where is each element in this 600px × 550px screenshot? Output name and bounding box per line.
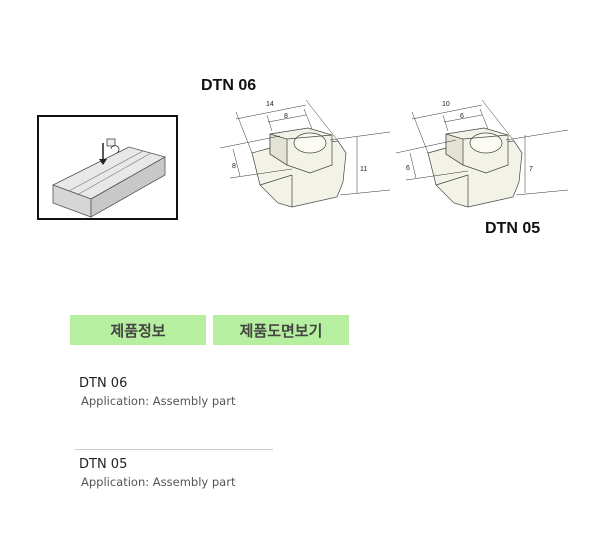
drawing-label-dtn05: DTN 05	[485, 220, 541, 237]
dim-height-right: 11	[360, 166, 367, 173]
dtn06-drawing: 14 8 8 11	[220, 99, 390, 208]
dtn05-drawing: 10 6 6 7	[396, 99, 568, 208]
dim-width-outer: 10	[442, 101, 450, 108]
assembly-illustration	[37, 115, 178, 220]
tab-product-info[interactable]: 제품정보	[70, 315, 206, 345]
divider	[75, 449, 273, 450]
product-name: DTN 06	[79, 376, 128, 391]
t-nut-shape	[251, 127, 347, 208]
product-item: DTN 06 Application: Assembly part	[79, 376, 235, 408]
dim-height-left: 6	[406, 165, 410, 172]
product-name: DTN 05	[79, 457, 128, 472]
dim-width-inner: 6	[460, 113, 464, 120]
drawing-label-dtn06: DTN 06	[201, 77, 257, 94]
dim-width-inner: 8	[284, 113, 288, 120]
product-item: DTN 05 Application: Assembly part	[79, 457, 235, 489]
dim-height-left: 8	[232, 163, 236, 170]
product-application: Application: Assembly part	[81, 394, 236, 408]
t-nut-shape	[427, 127, 523, 208]
dim-height-right: 7	[529, 166, 533, 173]
product-application: Application: Assembly part	[81, 475, 236, 489]
tab-product-drawing[interactable]: 제품도면보기	[213, 315, 349, 345]
dim-width-outer: 14	[266, 101, 274, 108]
